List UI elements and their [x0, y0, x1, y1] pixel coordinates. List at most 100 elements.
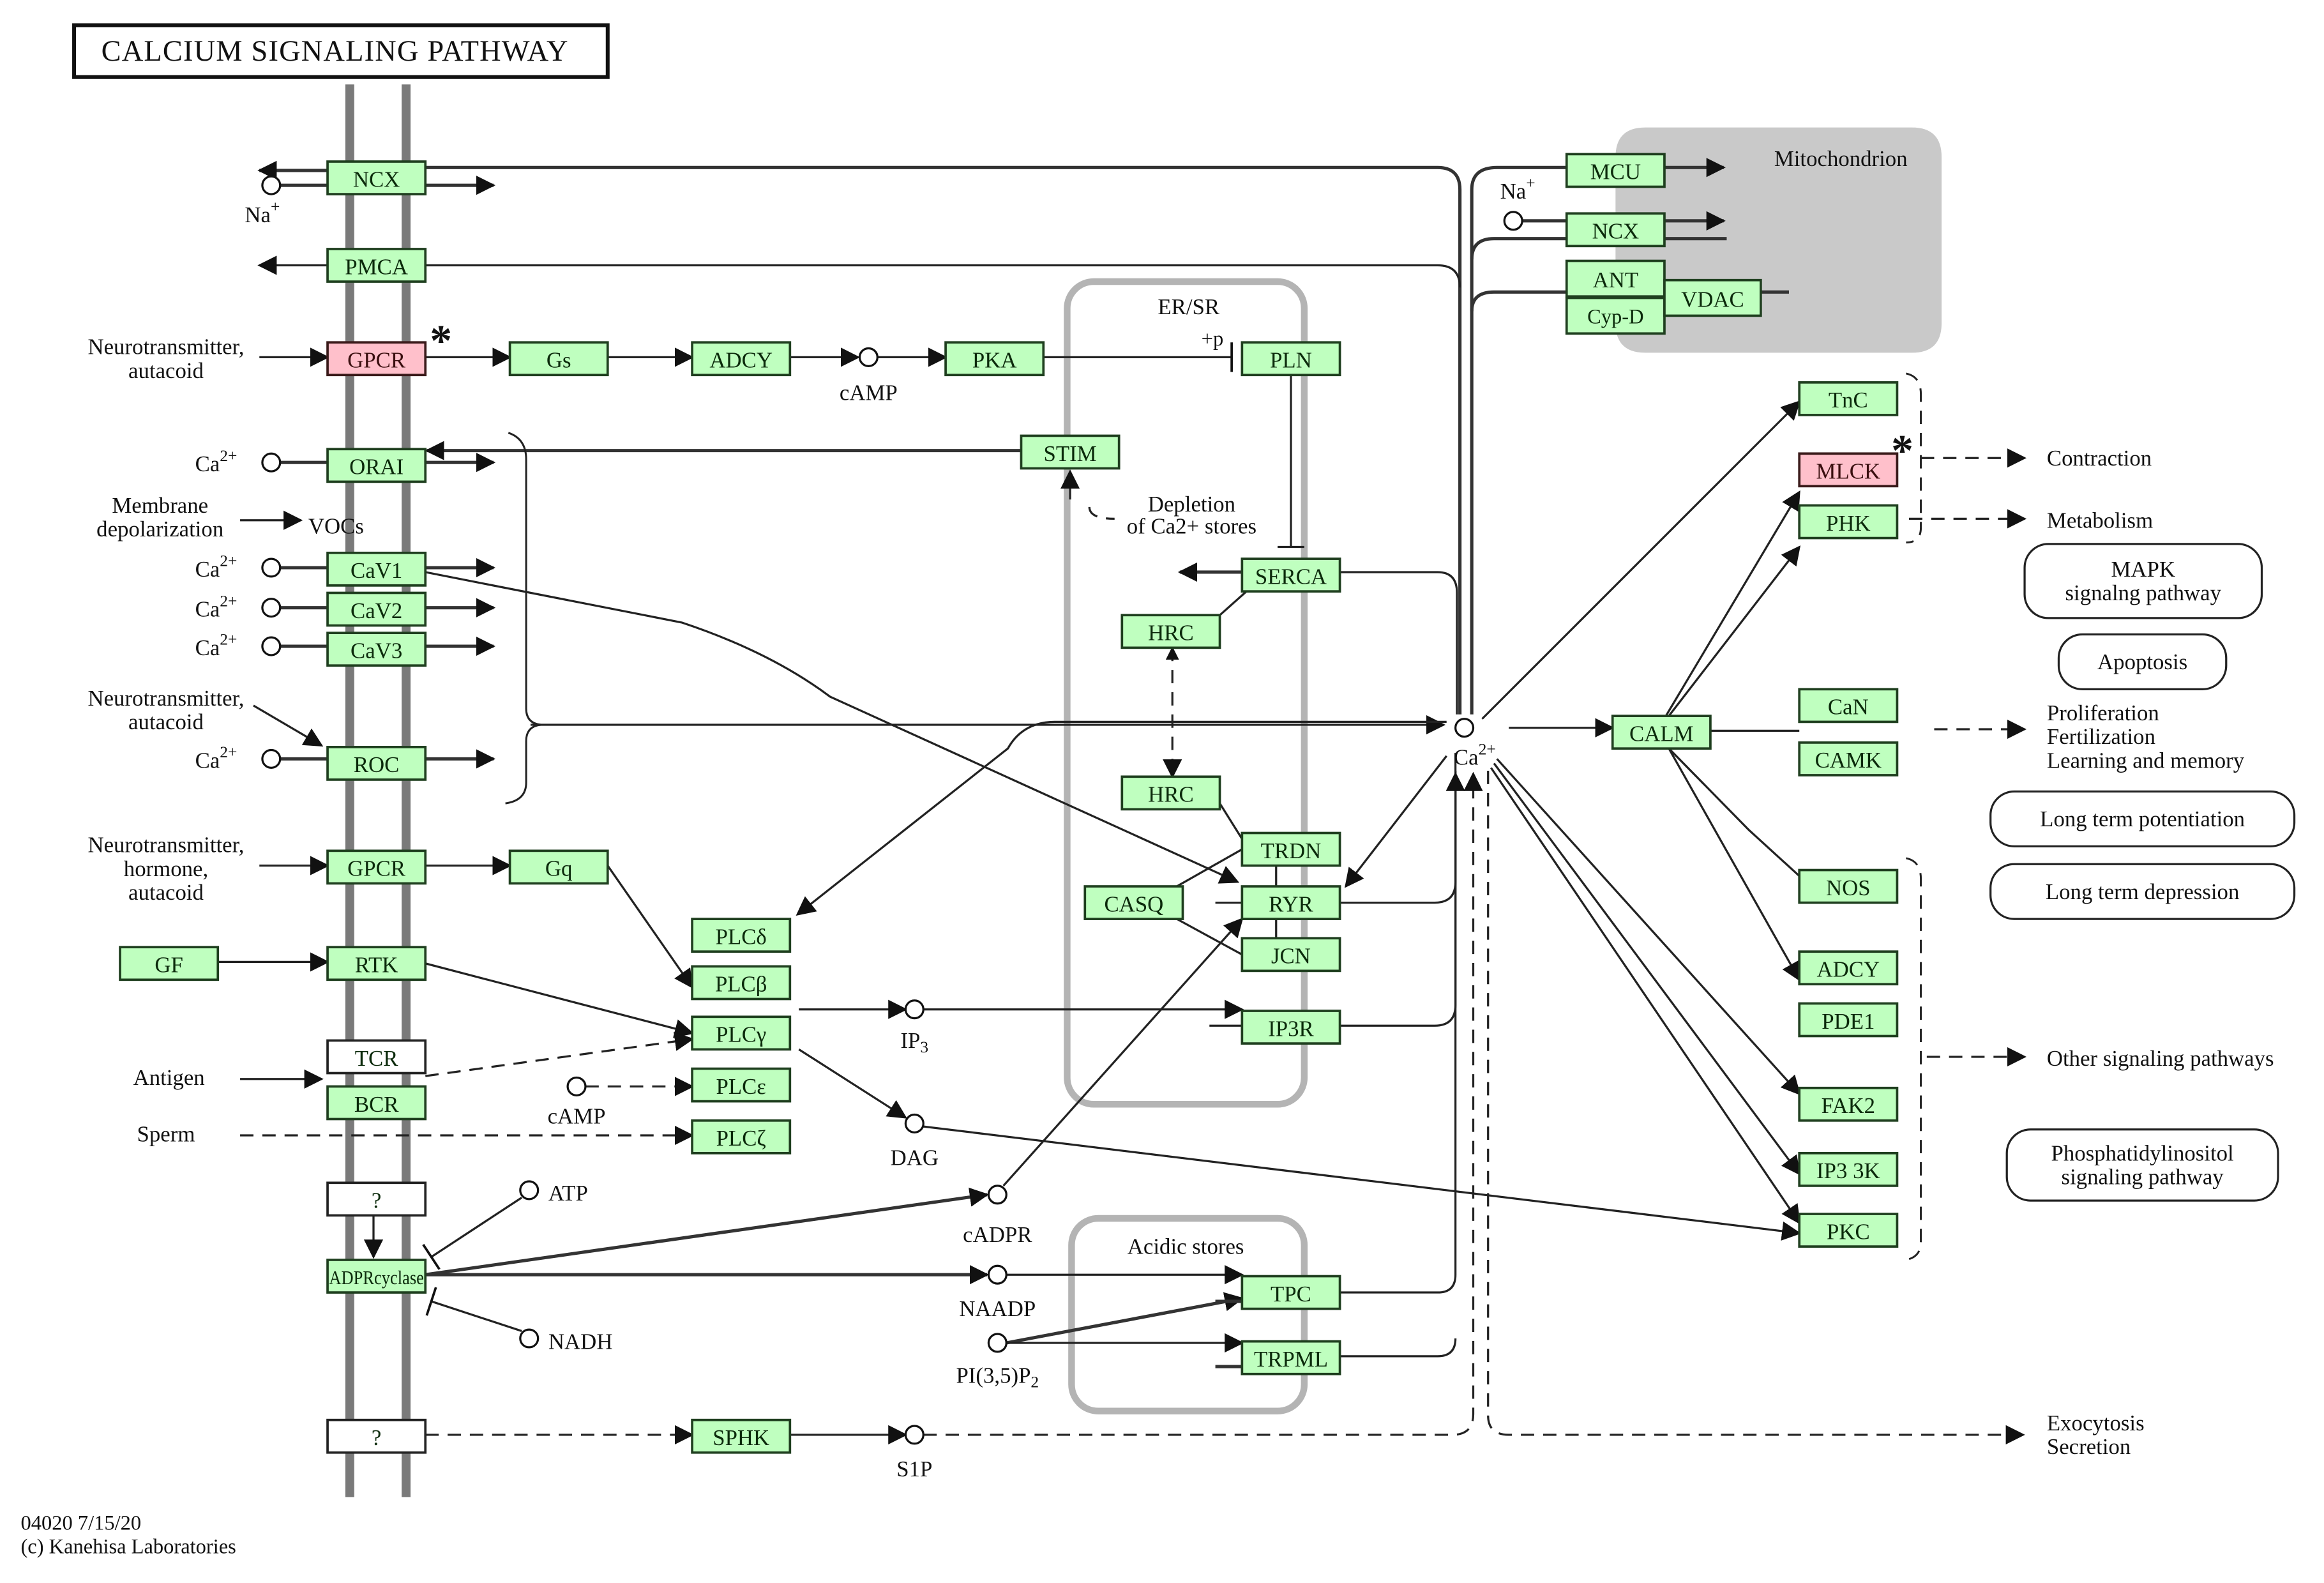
compound-circle[interactable] [261, 636, 282, 656]
node-trdn[interactable]: TRDN [1241, 831, 1341, 867]
node-box[interactable] [1798, 741, 1899, 776]
node-plcg[interactable]: PLCγ [691, 1015, 792, 1051]
pathway-link-ltd[interactable]: Long term depression [1989, 863, 2296, 920]
node-box[interactable] [1798, 504, 1899, 540]
compound-na-mito[interactable]: Na+ [1500, 174, 1535, 231]
node-gs[interactable]: Gs [508, 341, 609, 377]
node-hrc1[interactable]: HRC [1120, 614, 1221, 649]
node-box[interactable] [1565, 212, 1666, 248]
node-gf[interactable]: GF [119, 946, 220, 981]
node-box[interactable] [1083, 885, 1184, 920]
node-phk[interactable]: PHK [1798, 504, 1899, 540]
node-can[interactable]: CaN [1798, 688, 1899, 723]
node-box[interactable] [326, 946, 427, 981]
node-box[interactable] [691, 1067, 792, 1103]
node-rtk[interactable]: RTK [326, 946, 427, 981]
compound-circle[interactable] [261, 748, 282, 769]
node-box[interactable] [326, 551, 427, 587]
node-plce[interactable]: PLCε [691, 1067, 792, 1103]
node-gq[interactable]: Gq [508, 849, 609, 885]
compound-circle[interactable] [261, 175, 282, 195]
node-box[interactable] [326, 160, 427, 195]
node-camk[interactable]: CAMK [1798, 741, 1899, 776]
compound-circle[interactable] [904, 1113, 924, 1133]
node-ip33k[interactable]: IP3 3K [1798, 1152, 1899, 1187]
node-pde1[interactable]: PDE1 [1798, 1002, 1899, 1038]
node-box[interactable] [326, 1039, 427, 1075]
compound-circle[interactable] [1454, 718, 1475, 738]
compound-circle[interactable] [904, 999, 924, 1020]
compound-ca-cav2[interactable]: Ca2+ [195, 591, 282, 622]
node-adprcyclase[interactable]: ADPRcyclase [326, 1259, 427, 1294]
node-box[interactable] [326, 1181, 427, 1217]
node-cav1[interactable]: CaV1 [326, 551, 427, 587]
node-calm[interactable]: CALM [1611, 715, 1712, 750]
node-fak2[interactable]: FAK2 [1798, 1086, 1899, 1122]
node-box[interactable] [326, 632, 427, 667]
node-ip3r[interactable]: IP3R [1241, 1010, 1341, 1045]
node-box[interactable] [1565, 153, 1666, 188]
node-box[interactable] [691, 965, 792, 1001]
node-box[interactable] [1020, 434, 1120, 470]
pathway-link-box[interactable] [2005, 1128, 2279, 1202]
compound-atp[interactable]: ATP [519, 1180, 588, 1206]
compound-circle[interactable] [1503, 211, 1523, 231]
node-adcy2[interactable]: ADCY [1798, 950, 1899, 986]
node-pln[interactable]: PLN [1241, 341, 1341, 377]
node-box[interactable] [326, 849, 427, 885]
node-vdac[interactable]: VDAC [1663, 278, 1762, 317]
compound-circle[interactable] [858, 347, 879, 367]
compound-ca-cav1[interactable]: Ca2+ [195, 552, 282, 582]
node-box[interactable] [1241, 937, 1341, 973]
compound-dag[interactable]: DAG [891, 1113, 939, 1170]
node-orai[interactable]: ORAI [326, 448, 427, 483]
node-box[interactable] [944, 341, 1045, 377]
node-stim[interactable]: STIM [1020, 434, 1120, 470]
node-ncx-pm[interactable]: NCX [326, 160, 427, 195]
compound-circle[interactable] [904, 1425, 924, 1445]
node-box[interactable] [1241, 557, 1341, 593]
node-box[interactable] [1120, 614, 1221, 649]
node-box[interactable] [119, 946, 220, 981]
node-cav2[interactable]: CaV2 [326, 591, 427, 627]
node-mlck[interactable]: MLCK [1798, 452, 1899, 488]
node-casq[interactable]: CASQ [1083, 885, 1184, 920]
node-box[interactable] [1241, 831, 1341, 867]
compound-circle[interactable] [261, 598, 282, 618]
node-box[interactable] [1120, 775, 1221, 811]
node-hrc2[interactable]: HRC [1120, 775, 1221, 811]
node-mcu[interactable]: MCU [1565, 153, 1666, 188]
compound-circle[interactable] [261, 557, 282, 578]
node-nos[interactable]: NOS [1798, 868, 1899, 904]
node-box[interactable] [1798, 381, 1899, 416]
node-box[interactable] [326, 1418, 427, 1454]
node-pka[interactable]: PKA [944, 341, 1045, 377]
node-ncx-mito[interactable]: NCX [1565, 212, 1666, 248]
pathway-link-box[interactable] [2057, 633, 2228, 690]
node-box[interactable] [1798, 1213, 1899, 1248]
compound-ip3[interactable]: IP3 [900, 999, 928, 1056]
compound-s1p[interactable]: S1P [896, 1425, 932, 1481]
node-box[interactable] [508, 849, 609, 885]
node-box[interactable] [1798, 1086, 1899, 1122]
node-box[interactable] [326, 591, 427, 627]
node-serca[interactable]: SERCA [1241, 557, 1341, 593]
node-box[interactable] [691, 1418, 792, 1454]
compound-circle[interactable] [566, 1076, 587, 1096]
compound-circle[interactable] [519, 1328, 540, 1349]
compound-naadp[interactable]: NAADP [959, 1264, 1036, 1321]
node-box[interactable] [691, 341, 792, 377]
node-tnc[interactable]: TnC [1798, 381, 1899, 416]
node-gpcr2[interactable]: GPCR [326, 849, 427, 885]
node-box[interactable] [1798, 1152, 1899, 1187]
compound-na-pm[interactable]: Na+ [245, 175, 282, 227]
compound-pi35p2[interactable]: PI(3,5)P2 [956, 1333, 1039, 1391]
compound-circle[interactable] [987, 1333, 1007, 1353]
node-plcb[interactable]: PLCβ [691, 965, 792, 1001]
node-cav3[interactable]: CaV3 [326, 632, 427, 667]
node-box[interactable] [1565, 296, 1666, 335]
node-tcr[interactable]: TCR [326, 1039, 427, 1075]
pathway-link-box[interactable] [2023, 543, 2263, 619]
